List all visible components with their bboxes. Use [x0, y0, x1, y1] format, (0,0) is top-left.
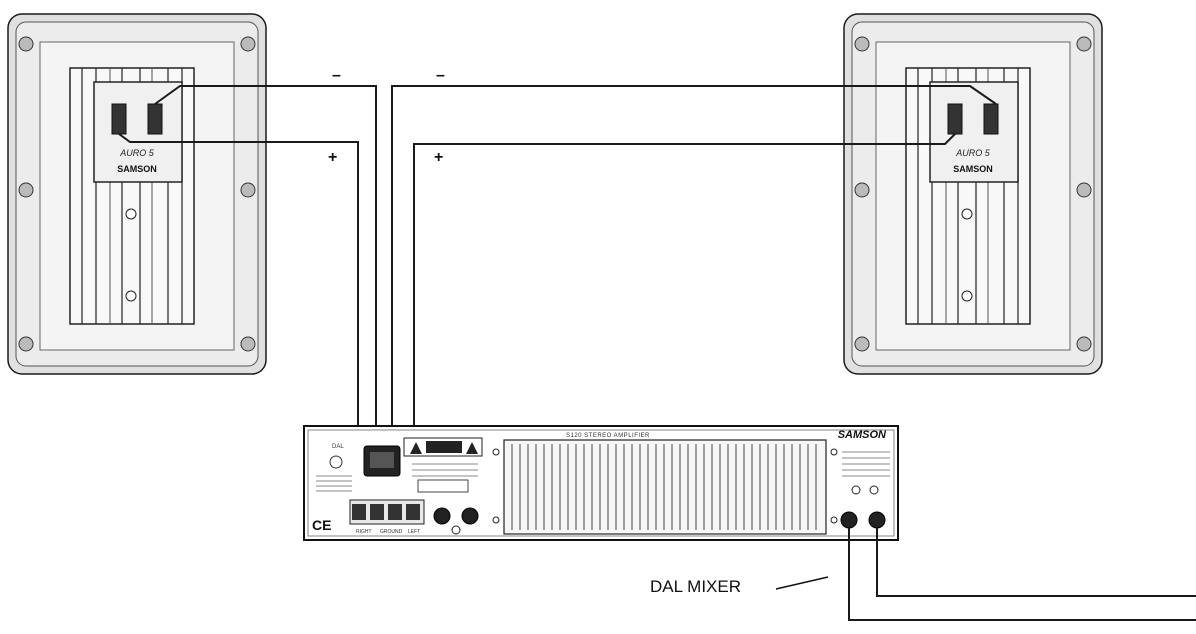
amp-fine-print-center: [412, 463, 478, 477]
speaker-left-brand: SAMSON: [117, 164, 157, 174]
speaker-wires: [118, 85, 997, 460]
amp-dal-text: DAL: [332, 444, 344, 450]
label-right-positive: +: [434, 149, 443, 166]
amp-terminal-label-ground: GROUND: [380, 529, 403, 535]
label-right-negative: –: [436, 67, 445, 84]
speaker-left-badge-model: AURO 5: [119, 148, 155, 158]
amp-terminal-label-right: RIGHT: [356, 529, 372, 535]
speaker-right-terminal-plate: AURO 5 SAMSON: [929, 81, 1019, 183]
amp-ce-mark: CE: [312, 517, 331, 533]
speaker-left: AURO 5 SAMSON: [7, 13, 267, 375]
amp-speaker-terminals: [349, 499, 425, 525]
amp-heatsink: [503, 439, 827, 535]
amp-recycle-icon: [329, 455, 343, 469]
amp-model-line: S120 STEREO AMPLIFIER: [566, 433, 650, 439]
label-left-negative: –: [332, 67, 341, 84]
wire-right-positive: [413, 133, 956, 460]
amp-line-input-2: [868, 511, 886, 529]
speaker-right-screws: [854, 36, 1092, 352]
amplifier-rear-panel: DAL CE RIGHT GROUND LEFT: [303, 425, 899, 541]
speaker-right: AURO 5 SAMSON: [843, 13, 1103, 375]
mixer-label-pointer: [775, 576, 829, 590]
amp-terminal-label-left: LEFT: [408, 529, 420, 535]
amp-small-jack-1: [851, 485, 861, 495]
mixer-label: DAL MIXER: [650, 577, 741, 596]
warning-triangle-icon-2: [466, 442, 478, 454]
amp-input-jack-1: [433, 507, 451, 525]
speaker-right-brand: SAMSON: [953, 164, 993, 174]
amp-input-jack-2: [461, 507, 479, 525]
speaker-right-badge-model: AURO 5: [955, 148, 991, 158]
amp-line-input-1: [840, 511, 858, 529]
amp-fine-print-right: [842, 451, 890, 477]
wire-right-negative: [391, 85, 997, 460]
wire-left-negative: [154, 85, 377, 460]
amp-small-jack-2: [869, 485, 879, 495]
speaker-left-terminal-plate: AURO 5 SAMSON: [93, 81, 183, 183]
label-left-positive: +: [328, 149, 337, 166]
amp-fine-print-left: [316, 475, 352, 492]
speaker-left-screws: [18, 36, 256, 352]
warning-triangle-icon: [410, 442, 422, 454]
wire-left-positive: [118, 133, 359, 460]
mixer-cables: [848, 528, 1196, 621]
amp-brand: SAMSON: [838, 429, 887, 441]
